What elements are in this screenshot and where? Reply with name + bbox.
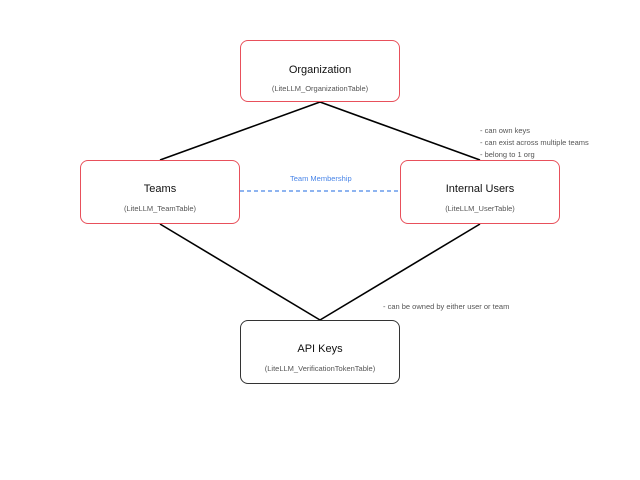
api-keys-node[interactable]: API Keys (LiteLLM_VerificationTokenTable… [240,320,400,384]
teams-title: Teams [143,183,177,195]
org-to-teams-connector [159,101,321,161]
users-to-keys-connector [319,223,481,321]
teams-node[interactable]: Teams (LiteLLM_TeamTable) [80,160,240,224]
teams-to-keys-connector [159,223,321,321]
note-line: - belong to 1 org [480,150,535,159]
internal-users-table-name: (LiteLLM_UserTable) [445,204,515,213]
api-keys-note: - can be owned by either user or team [383,302,510,311]
internal-users-title: Internal Users [445,183,515,195]
org-to-users-connector [319,101,481,161]
organization-title: Organization [288,64,352,76]
api-keys-title: API Keys [297,343,343,355]
team-membership-label: Team Membership [290,174,352,183]
note-line: - can exist across multiple teams [480,138,589,147]
organization-node[interactable]: Organization (LiteLLM_OrganizationTable) [240,40,400,102]
teams-table-name: (LiteLLM_TeamTable) [123,204,197,213]
organization-table-name: (LiteLLM_OrganizationTable) [271,84,369,93]
internal-users-notes: - can own keys - can exist across multip… [480,125,589,161]
api-keys-table-name: (LiteLLM_VerificationTokenTable) [264,364,376,373]
note-line: - can own keys [480,126,531,135]
internal-users-node[interactable]: Internal Users (LiteLLM_UserTable) [400,160,560,224]
